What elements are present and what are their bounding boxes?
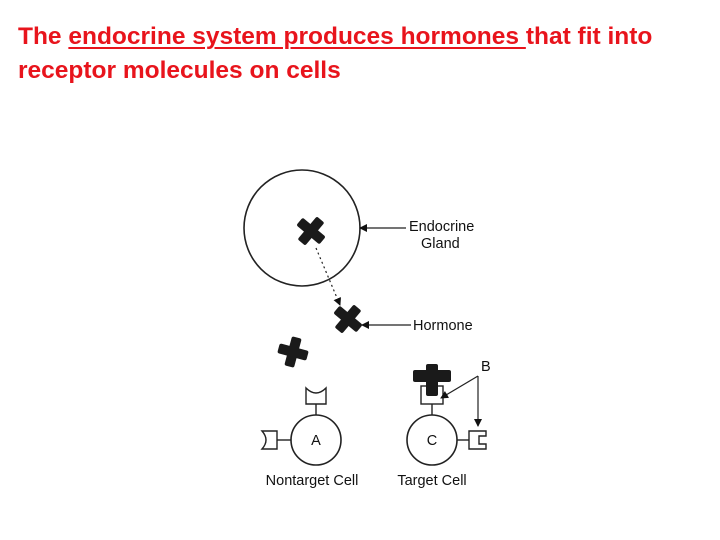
hormone-label: Hormone [413,318,473,334]
released-hormone [327,298,369,340]
bound-hormone [413,364,451,396]
endocrine-label-2: Gland [421,236,460,252]
receptor-c-right [469,431,486,449]
target-cell-caption: Target Cell [397,473,466,489]
receptor-a-top [306,388,326,404]
endocrine-label-1: Endocrine [409,219,474,235]
hormone-in-gland [290,210,332,252]
nontarget-cell-caption: Nontarget Cell [266,473,359,489]
receptor-a-left [262,431,277,449]
free-hormone [275,334,312,371]
b-label: B [481,359,491,375]
release-path [316,248,340,305]
cell-c-label: C [427,433,437,449]
cell-a-label: A [311,433,321,449]
